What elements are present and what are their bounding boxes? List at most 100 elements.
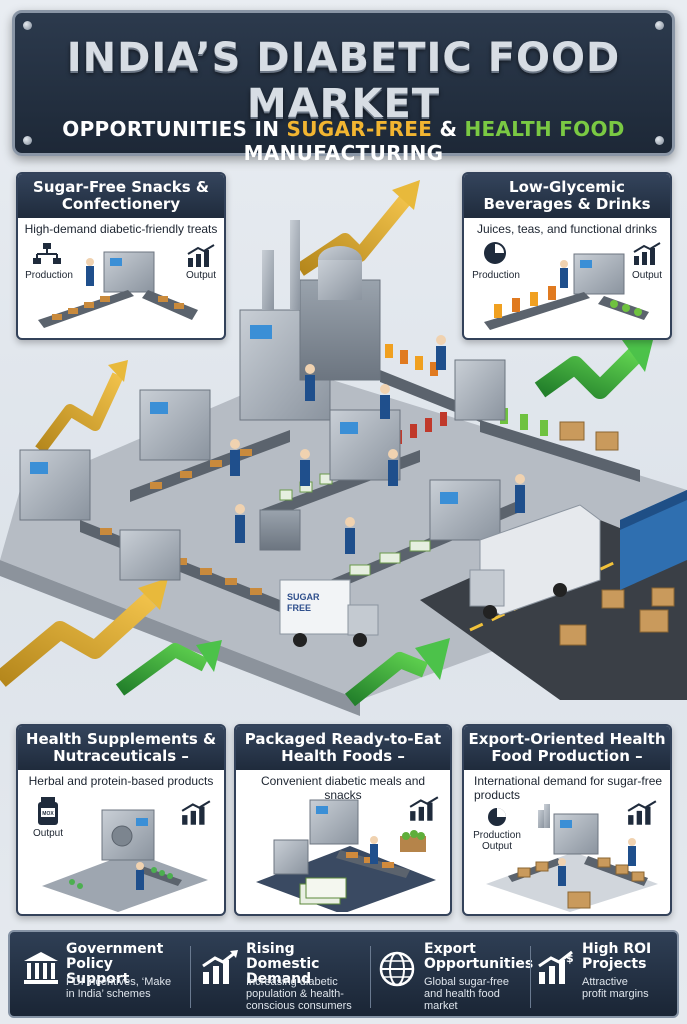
bottom-item-title-line: Opportunities — [424, 956, 534, 972]
card-sugar-free-snacks: Sugar-Free Snacks & Confectionery High-d… — [16, 172, 226, 340]
bottom-item-description-line: in India’ schemes — [66, 988, 151, 1000]
bottom-item-title: Export Opportunities — [424, 942, 533, 972]
export-production-icon — [486, 804, 658, 912]
card-title: Health Supplements & Nutraceuticals – — [18, 726, 224, 770]
bar-chart-icon — [627, 800, 657, 825]
bottom-item-high-roi: $ High ROI Projects Attractive profit ma… — [534, 940, 674, 1014]
divider — [190, 946, 191, 1008]
bar-chart-icon — [181, 800, 211, 825]
subtitle-sugar-free: SUGAR-FREE — [286, 117, 433, 141]
bottom-item-domestic-demand: Rising Domestic Demand Increasing diabet… — [198, 940, 366, 1014]
truck-label-line2: FREE — [287, 603, 311, 613]
bottom-item-description-line: Attractive — [582, 976, 628, 988]
snack-production-line-icon — [38, 251, 198, 328]
card-export-oriented: Export-Oriented Health Food Production –… — [462, 724, 672, 916]
production-label-line: Production — [473, 830, 521, 841]
growth-arrow-green — [534, 348, 642, 399]
card-health-supplements: Health Supplements & Nutraceuticals – He… — [16, 724, 226, 916]
title-banner: INDIA’S DIABETIC FOOD MARKET OPPORTUNITI… — [12, 10, 675, 165]
bottom-item-description: FDI incentives, ‘Make in India’ schemes — [66, 976, 171, 1000]
card-title: Packaged Ready-to-Eat Health Foods – — [236, 726, 450, 770]
svg-text:$: $ — [566, 952, 574, 965]
card-description: International demand for sugar-free prod… — [464, 770, 670, 802]
bottom-item-title-line: Policy Support — [66, 956, 130, 987]
card-title-line: Nutraceuticals – — [53, 747, 189, 765]
bottom-item-export: Export Opportunities Global sugar-free a… — [376, 940, 533, 1014]
org-chart-icon — [33, 243, 61, 264]
bottom-item-description-line: conscious consumers — [246, 1000, 352, 1012]
bottom-item-title-line: Export — [424, 941, 476, 957]
output-label: Output — [631, 270, 663, 281]
card-title-line: Food Production – — [491, 747, 643, 765]
bottom-item-description: Increasing diabetic population & health-… — [246, 976, 352, 1012]
card-description: Juices, teas, and functional drinks — [476, 222, 658, 236]
jar-label: MOX — [42, 811, 54, 817]
growth-arrow-gold — [35, 372, 124, 454]
processing-machines — [19, 220, 506, 581]
bolt-icon — [655, 21, 664, 30]
growth-arrow-gold — [0, 593, 157, 687]
card-title-line: Packaged Ready-to-Eat — [244, 730, 442, 748]
production-label: Production — [472, 270, 520, 281]
output-label: Output — [32, 828, 64, 839]
card-title: Sugar-Free Snacks & Confectionery — [18, 174, 224, 218]
growth-chart-icon — [202, 950, 238, 984]
bottom-item-government: Government Policy Support FDI incentives… — [18, 940, 176, 1014]
bottom-item-description-line: Global sugar-free — [424, 976, 509, 988]
ready-meal-production-icon — [256, 799, 436, 912]
bottom-item-description-line: and health food — [424, 988, 500, 1000]
card-description: Convenient diabetic meals and snacks — [260, 774, 426, 802]
bottom-item-title-line: Demand — [246, 971, 312, 987]
subtitle-suffix: MANUFACTURING — [243, 141, 444, 165]
subtitle-amp: & — [432, 117, 465, 141]
bolt-icon — [23, 21, 32, 30]
card-title-line: Health Foods – — [281, 747, 405, 765]
bottom-item-title: Government Policy Support — [66, 942, 176, 987]
bottom-item-title-line: High ROI — [582, 941, 652, 957]
main-title: INDIA’S DIABETIC FOOD MARKET — [66, 35, 621, 127]
growth-arrow-green — [345, 652, 428, 707]
globe-icon — [379, 951, 415, 987]
card-title-line: Low-Glycemic — [509, 178, 625, 196]
bottom-item-description: Attractive profit margins — [582, 976, 649, 1000]
output-label: Output — [185, 270, 217, 281]
bottom-item-description-line: population & health- — [246, 988, 344, 1000]
card-title-line: Confectionery — [61, 195, 181, 213]
bottom-item-title-line: Rising Domestic — [246, 941, 320, 972]
cardboard-boxes — [559, 421, 675, 646]
bottom-item-title-line: Government — [66, 941, 164, 957]
growth-arrow-green — [115, 643, 209, 696]
supplement-production-icon — [42, 809, 208, 912]
bottom-item-description-line: FDI incentives, ‘Make — [66, 976, 172, 988]
divider — [370, 946, 371, 1008]
bottom-item-description: Global sugar-free and health food market — [424, 976, 509, 1012]
gauge-icon — [484, 242, 506, 264]
supplement-jar-icon: MOX — [38, 797, 58, 825]
government-building-icon — [24, 952, 58, 984]
card-description: Herbal and protein-based products — [28, 774, 214, 788]
subtitle-health-food: HEALTH FOOD — [464, 117, 625, 141]
truck-label-line1: SUGAR — [287, 592, 320, 602]
bottom-item-description-line: market — [424, 1000, 458, 1012]
bar-chart-icon — [633, 242, 661, 265]
card-ready-to-eat: Packaged Ready-to-Eat Health Foods – Con… — [234, 724, 452, 916]
pie-chart-icon — [488, 808, 506, 826]
bottom-item-description-line: profit margins — [582, 988, 649, 1000]
sugar-free-truck: SUGAR FREE — [279, 579, 379, 647]
bottom-summary-bar: Government Policy Support FDI incentives… — [8, 930, 679, 1018]
bolt-icon — [23, 136, 32, 145]
card-title: Export-Oriented Health Food Production – — [464, 726, 670, 770]
bolt-icon — [655, 136, 664, 145]
card-description-line: products — [474, 788, 521, 802]
card-description: High-demand diabetic-friendly treats — [24, 222, 218, 236]
factory-illustration: SUGAR FREE — [0, 180, 687, 716]
bar-chart-icon — [409, 796, 439, 821]
card-title-line: Export-Oriented Health — [468, 730, 666, 748]
card-title-line: Health Supplements & — [25, 730, 217, 748]
bottom-item-title: High ROI Projects — [582, 942, 651, 972]
card-description-line: International demand for sugar-free — [474, 774, 663, 788]
card-low-glycemic-beverages: Low-Glycemic Beverages & Drinks Juices, … — [462, 172, 672, 340]
bottom-item-description-line: Increasing diabetic — [246, 976, 338, 988]
production-label: Production — [25, 270, 73, 281]
subtitle-prefix: OPPORTUNITIES IN — [62, 117, 287, 141]
